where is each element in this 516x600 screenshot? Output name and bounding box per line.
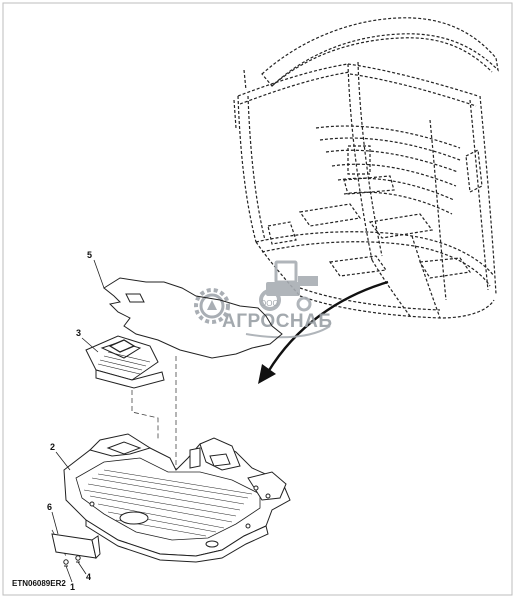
callout-6: 6	[47, 502, 52, 512]
watermark-logo: ООО АГРОСНАБ	[194, 260, 333, 339]
callout-5: 5	[87, 250, 92, 260]
callout-1: 1	[70, 582, 75, 592]
callout-3: 3	[76, 328, 81, 338]
gear-icon	[194, 288, 230, 324]
fasteners	[63, 555, 81, 567]
callout-4: 4	[86, 572, 91, 582]
floor-mat-outline	[103, 277, 283, 359]
watermark-brand: АГРОСНАБ	[222, 311, 333, 332]
pedal-pad	[85, 335, 165, 389]
watermark-prefix: ООО	[260, 299, 279, 308]
leader-lines	[51, 259, 105, 583]
tractor-icon	[259, 260, 318, 312]
cab-frame	[233, 17, 499, 319]
removal-arrow	[258, 280, 389, 384]
callout-2: 2	[50, 442, 55, 452]
floor-panel	[63, 433, 291, 563]
figure-code: ETN06089ER2	[12, 579, 66, 588]
trim-plate	[51, 533, 101, 559]
